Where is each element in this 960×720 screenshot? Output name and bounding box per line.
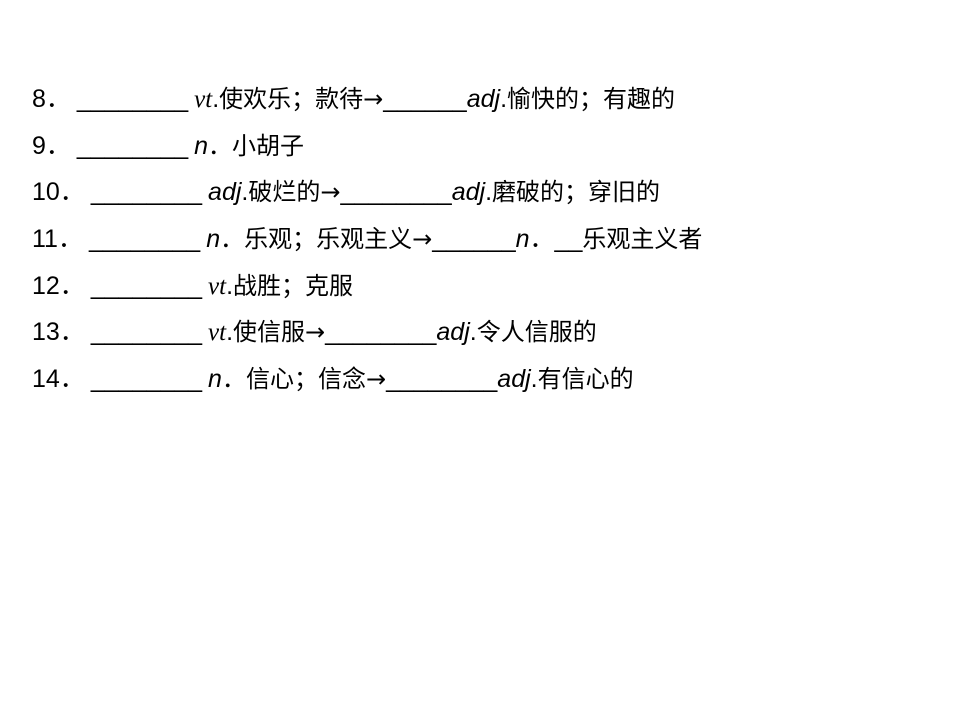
item-number: 10． (32, 178, 85, 207)
vocab-row-10: 10．________adj.破烂的→________adj.磨破的；穿旧的 (32, 173, 932, 220)
item-number: 8． (32, 85, 71, 113)
definition-derived: 磨破的；穿旧的 (492, 178, 661, 207)
item-number: 11． (32, 225, 83, 254)
part-of-speech-derived: adj (451, 178, 486, 207)
pos-dot: . (226, 271, 234, 300)
pos-dot-derived: . (500, 85, 508, 113)
definition: 破烂的→ (248, 178, 341, 207)
answer-blank: ________ (90, 365, 203, 394)
answer-blank: ________ (76, 131, 189, 160)
answer-blank-derived: ________ (340, 178, 452, 207)
pos-dot-derived: ．__ (529, 225, 583, 254)
vocab-list: 8．________vt.使欢乐；款待→______adj.愉快的；有趣的 9．… (32, 80, 932, 407)
definition: 战胜；克服 (233, 271, 354, 300)
answer-blank-derived: ______ (383, 85, 467, 113)
part-of-speech: n (206, 225, 221, 254)
pos-dot: . (241, 178, 249, 207)
pos-dot: ． (221, 365, 246, 394)
part-of-speech-derived: adj (436, 318, 470, 347)
definition: 使欢乐；款待→ (219, 85, 384, 113)
answer-blank: ________ (90, 318, 203, 347)
part-of-speech: adj (208, 178, 242, 207)
pos-dot: . (226, 318, 234, 347)
pos-dot-derived: . (485, 178, 493, 207)
part-of-speech-derived: n (515, 225, 530, 254)
answer-blank-derived: ________ (386, 365, 498, 394)
definition-derived: 令人信服的 (476, 318, 597, 347)
part-of-speech: n (208, 365, 222, 394)
answer-blank: ________ (90, 178, 203, 207)
part-of-speech: vt (194, 86, 213, 113)
part-of-speech: vt (208, 272, 227, 300)
part-of-speech: n (194, 131, 209, 160)
vocab-row-12: 12．________vt.战胜；克服 (32, 267, 932, 314)
item-number: 12． (32, 271, 85, 300)
pos-dot-derived: . (469, 318, 477, 347)
item-number: 9． (32, 131, 71, 160)
answer-blank: ________ (88, 225, 201, 254)
vocab-row-14: 14．________n．信心；信念→________adj.有信心的 (32, 360, 932, 407)
answer-blank: ________ (76, 85, 189, 113)
part-of-speech-derived: adj (466, 85, 501, 113)
pos-dot: ． (208, 131, 233, 160)
vocab-row-8: 8．________vt.使欢乐；款待→______adj.愉快的；有趣的 (32, 80, 932, 127)
pos-dot-derived: . (530, 365, 538, 394)
vocab-row-13: 13．________vt.使信服→________adj.令人信服的 (32, 313, 932, 360)
vocab-row-9: 9．________n．小胡子 (32, 127, 932, 174)
definition-derived: 愉快的；有趣的 (507, 85, 676, 113)
definition-derived: 有信心的 (537, 365, 634, 394)
pos-dot: ． (220, 225, 245, 254)
pos-dot: . (212, 85, 220, 113)
definition-derived: 乐观主义者 (582, 225, 703, 254)
answer-blank-derived: ______ (432, 225, 516, 254)
part-of-speech-derived: adj (497, 365, 531, 394)
answer-blank: ________ (90, 271, 203, 300)
answer-blank-derived: ________ (325, 318, 437, 347)
definition: 乐观；乐观主义→ (244, 225, 433, 254)
definition: 小胡子 (232, 131, 305, 160)
vocab-row-11: 11．________n．乐观；乐观主义→______n．__乐观主义者 (32, 220, 932, 267)
item-number: 14． (32, 365, 85, 394)
item-number: 13． (32, 318, 85, 347)
definition: 信心；信念→ (245, 365, 387, 394)
definition: 使信服→ (233, 318, 326, 347)
part-of-speech: vt (208, 319, 227, 347)
